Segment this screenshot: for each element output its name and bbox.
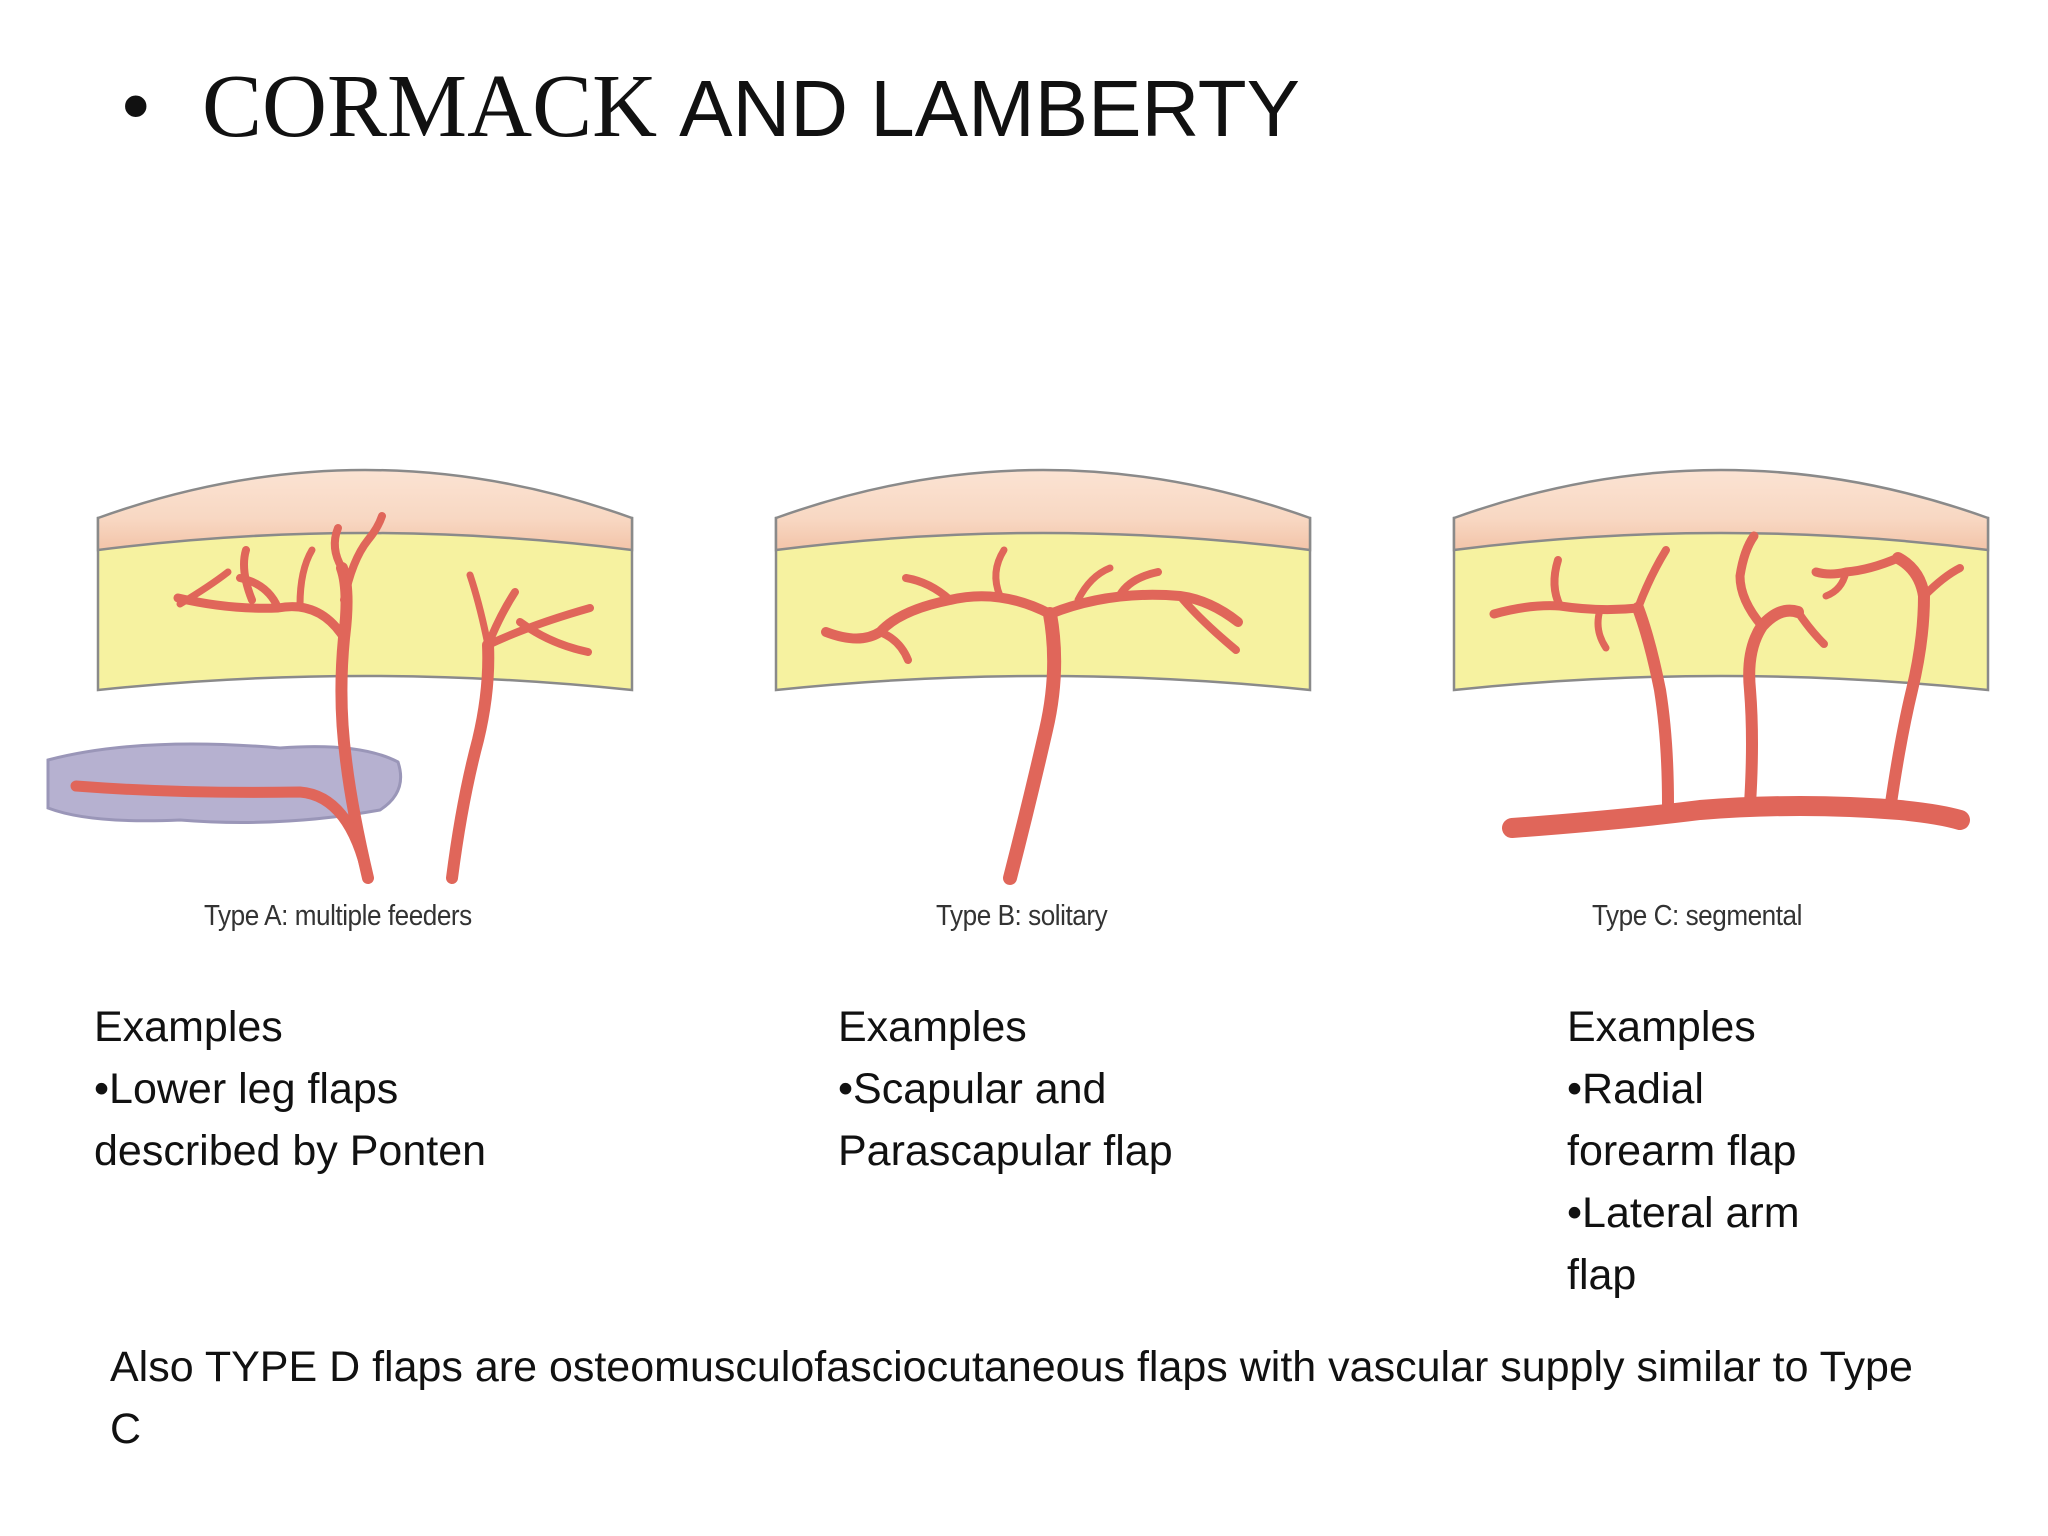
vessels-a [70,512,594,884]
examples-type-b: Examples •Scapular and Parascapular flap [838,996,1173,1182]
example-line: •Lateral arm [1567,1189,1800,1237]
title-and-lamberty: AND LAMBERTY [679,64,1301,153]
examples-heading: Examples [1567,1003,1756,1051]
skin-layer-b [774,468,1312,552]
skin-layer-a [96,468,634,552]
panel-type-b [774,468,1312,885]
example-line: forearm flap [1567,1127,1797,1175]
examples-type-c: Examples •Radial forearm flap •Lateral a… [1567,996,1800,1306]
example-line: Parascapular flap [838,1127,1173,1175]
muscle-a [46,742,403,824]
example-line: •Lower leg flaps [94,1065,399,1113]
slide-title: • CORMACK AND LAMBERTY [120,62,1300,152]
examples-type-a: Examples •Lower leg flaps described by P… [94,996,486,1182]
vessels-b [821,546,1243,885]
examples-heading: Examples [838,1003,1027,1051]
examples-heading: Examples [94,1003,283,1051]
panel-type-c [1452,468,1990,838]
skin-layer-c [1452,468,1990,552]
example-line: flap [1567,1251,1637,1299]
example-line: •Radial [1567,1065,1704,1113]
example-line: •Scapular and [838,1065,1107,1113]
title-cormack: CORMACK [202,57,658,156]
panel-type-a [46,468,634,884]
type-d-note: Also TYPE D flaps are osteomusculofascio… [110,1343,1913,1453]
example-line: described by Ponten [94,1127,487,1175]
title-bullet: • [120,57,152,156]
vessels-c [1489,531,1970,838]
caption-type-c: Type C: segmental [1592,900,1802,932]
flap-types-diagram [46,468,1990,885]
caption-type-a: Type A: multiple feeders [204,900,472,932]
caption-type-b: Type B: solitary [936,900,1108,932]
